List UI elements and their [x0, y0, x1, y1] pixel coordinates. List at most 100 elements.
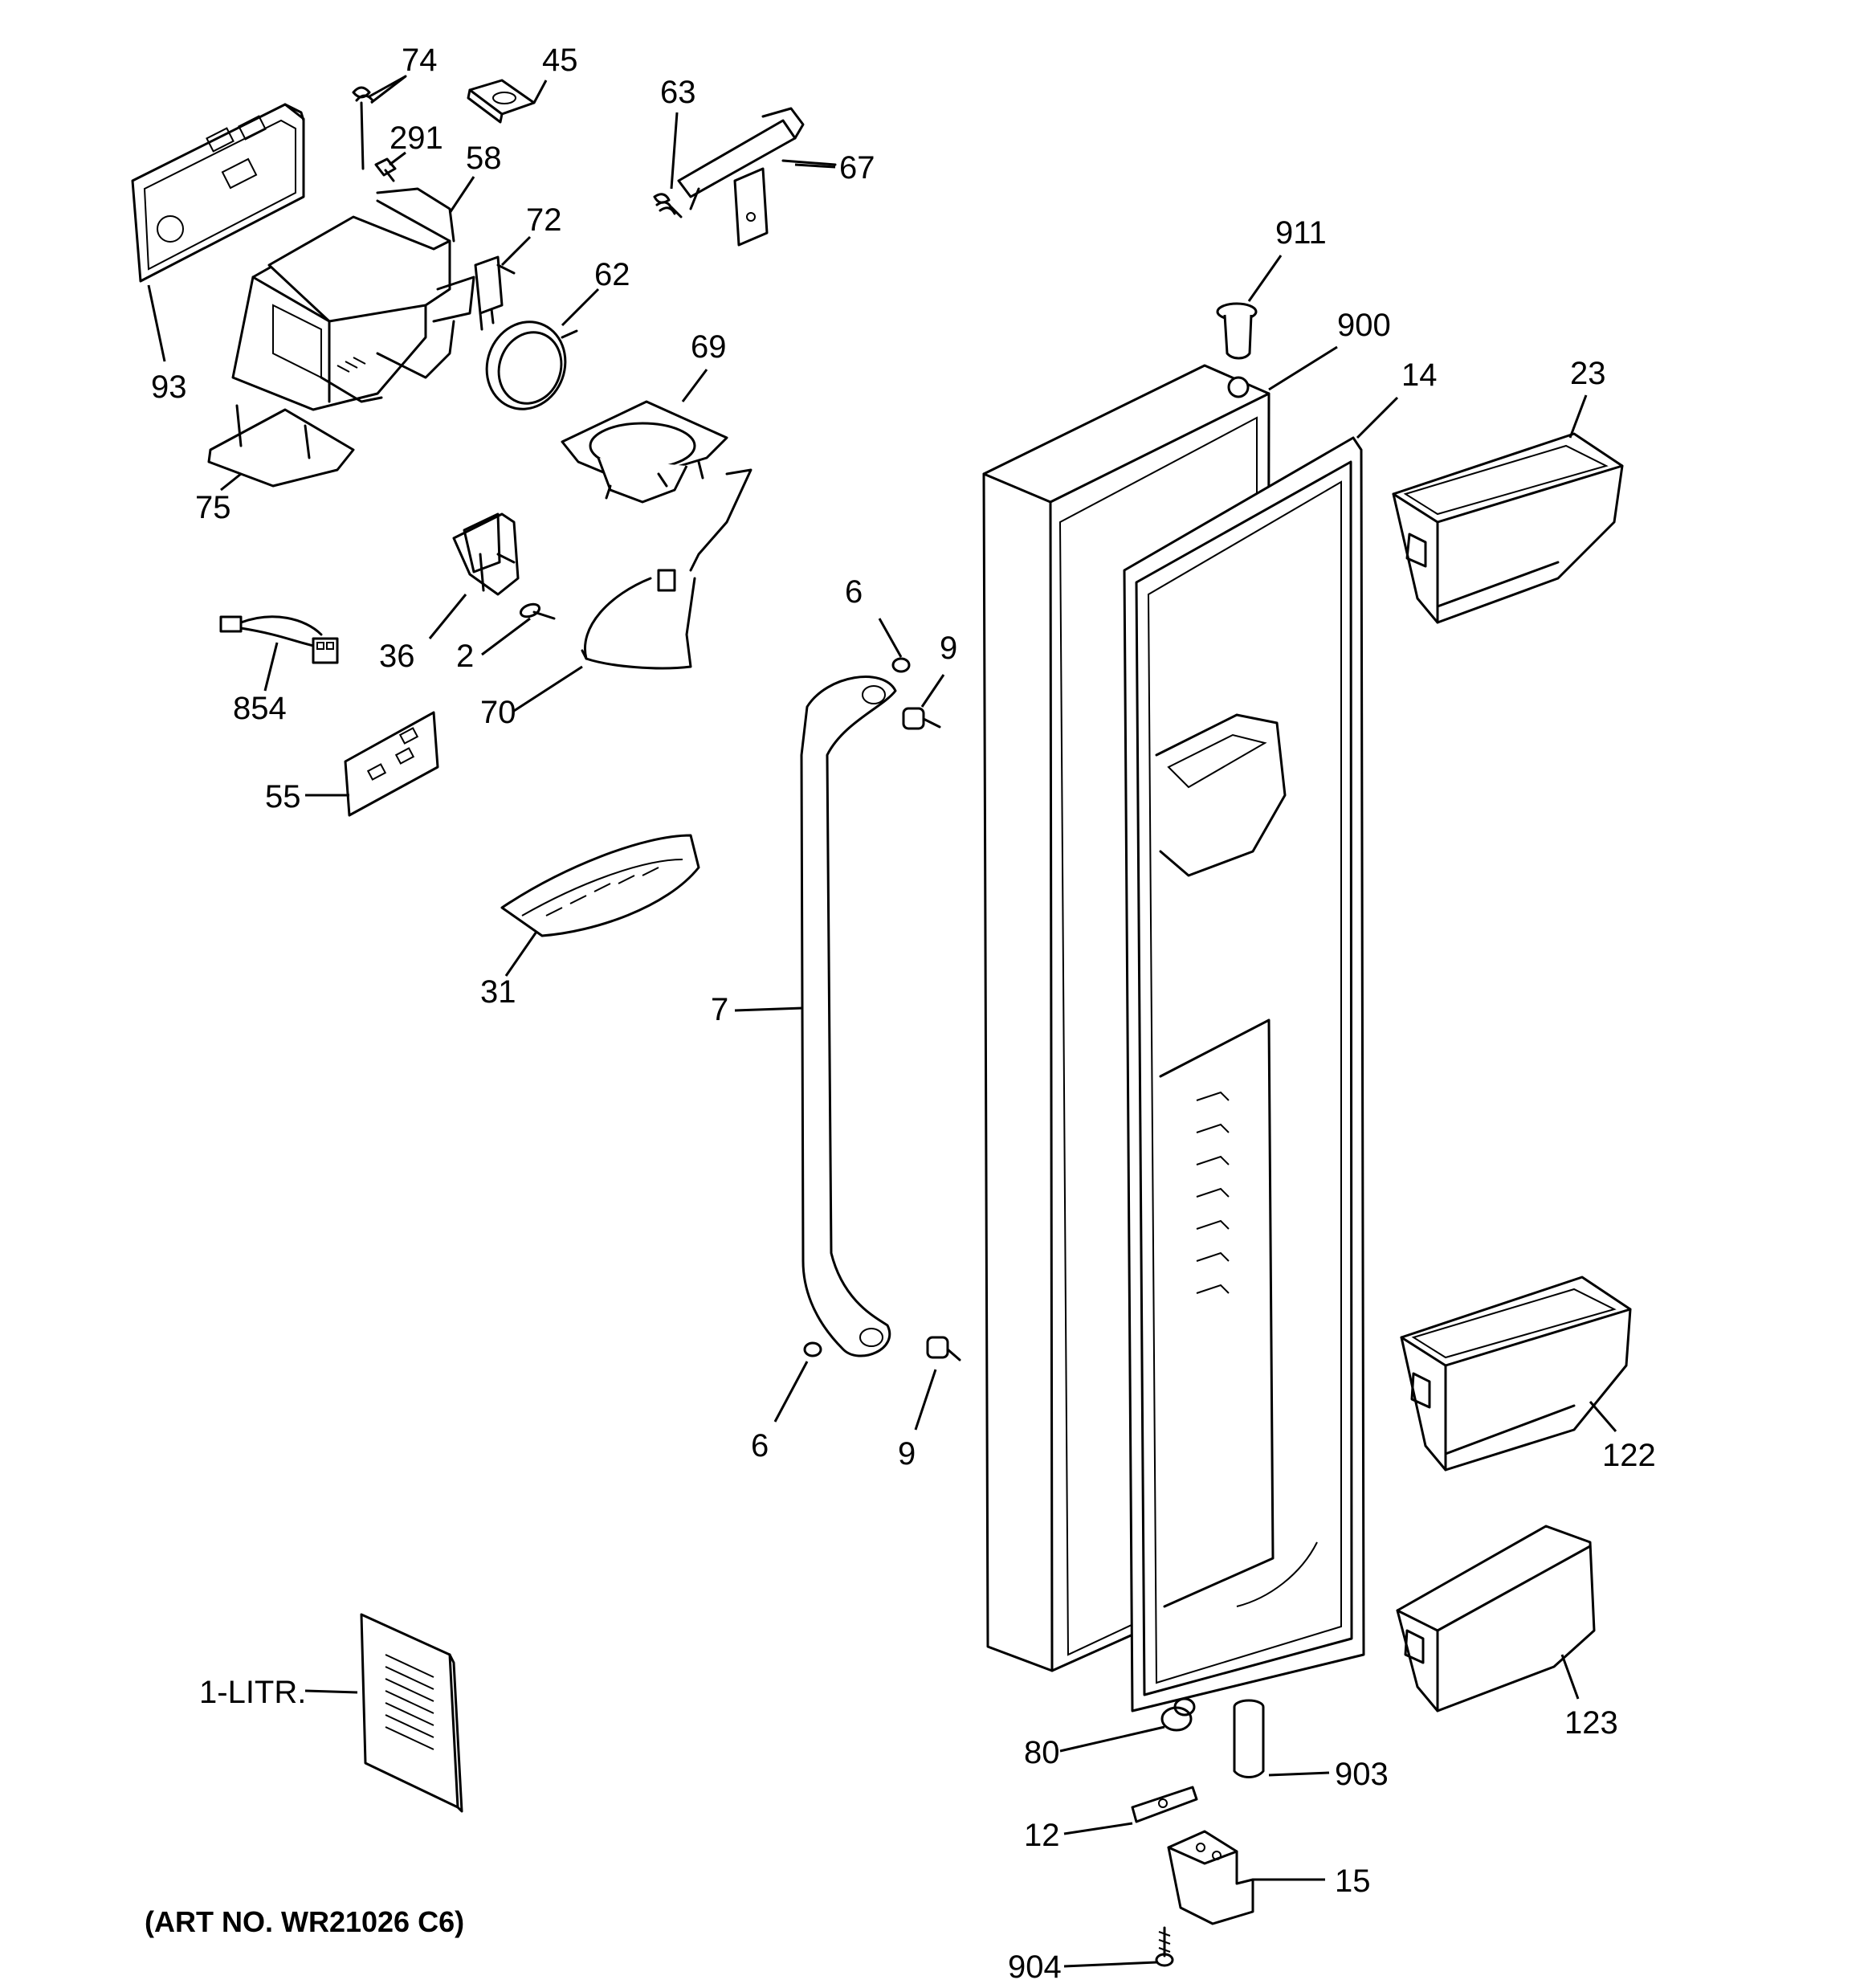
- leader-93: [147, 284, 166, 362]
- callout-93: 93: [151, 369, 187, 405]
- callout-23: 23: [1570, 356, 1606, 391]
- leader-lines: [147, 75, 1617, 1968]
- leader-67: [794, 163, 836, 169]
- part-904-screw: [1155, 1926, 1174, 1967]
- part-14-door-liner: [1123, 436, 1365, 1712]
- part-67-hinge: [677, 107, 837, 247]
- leader-123: [1560, 1654, 1580, 1700]
- part-36-bracket: [452, 512, 520, 596]
- leader-69: [681, 369, 708, 402]
- leader-75: [220, 472, 242, 492]
- callout-291: 291: [390, 120, 443, 156]
- part-23-door-bin: [1392, 432, 1624, 624]
- leader-36: [428, 594, 467, 639]
- part-55-label-card: [344, 711, 439, 817]
- leader-6a: [878, 618, 903, 658]
- leader-291: [389, 151, 406, 166]
- leader-900: [1268, 345, 1338, 391]
- callout-12: 12: [1024, 1818, 1060, 1853]
- part-122-door-bin: [1400, 1276, 1632, 1472]
- callout-36: 36: [379, 639, 415, 674]
- callout-74: 74: [402, 43, 438, 78]
- leader-63: [670, 112, 679, 190]
- part-74-spring: [352, 75, 407, 170]
- callout-70: 70: [480, 695, 516, 730]
- leader-9a: [920, 674, 945, 708]
- leader-1litr: [304, 1689, 358, 1694]
- callout-75: 75: [195, 490, 231, 525]
- callout-15: 15: [1335, 1863, 1371, 1899]
- part-903-hinge-pin: [1233, 1699, 1265, 1778]
- leader-903: [1268, 1771, 1330, 1777]
- callout-55: 55: [265, 779, 301, 814]
- leader-23: [1568, 394, 1588, 439]
- part-9-stud-bottom: [926, 1336, 961, 1361]
- leader-122: [1589, 1401, 1617, 1432]
- leader-62: [561, 288, 600, 327]
- leader-12: [1063, 1822, 1133, 1835]
- part-12-shim: [1131, 1786, 1198, 1823]
- callout-45: 45: [542, 43, 578, 78]
- callout-2: 2: [456, 639, 474, 674]
- callout-123: 123: [1564, 1705, 1618, 1741]
- part-854-wiring-harness: [219, 615, 339, 664]
- callout-31: 31: [480, 974, 516, 1010]
- part-6-fastener-bottom: [803, 1341, 822, 1357]
- part-911-plug: [1216, 302, 1258, 360]
- part-93-control-panel: [131, 103, 305, 283]
- leader-9b: [914, 1369, 937, 1431]
- leader-2: [481, 617, 531, 656]
- part-15-bottom-hinge: [1167, 1830, 1254, 1925]
- part-72-switch: [474, 255, 516, 331]
- callout-854: 854: [233, 691, 287, 726]
- leader-70: [513, 665, 583, 712]
- leader-31: [504, 931, 538, 977]
- leader-58: [448, 176, 475, 214]
- callout-904: 904: [1008, 1949, 1062, 1985]
- leader-904: [1063, 1961, 1157, 1968]
- part-45-bracket: [467, 79, 536, 124]
- leader-7: [734, 1006, 804, 1012]
- leader-45: [532, 80, 548, 104]
- part-31-drip-tray: [500, 834, 700, 937]
- part-63-spring: [653, 193, 683, 218]
- part-9-stud-top: [902, 707, 941, 730]
- callout-58: 58: [466, 141, 502, 176]
- part-2-screw: [519, 602, 556, 620]
- part-123-door-bin: [1396, 1525, 1596, 1712]
- callout-62: 62: [594, 257, 630, 292]
- callout-911: 911: [1275, 215, 1327, 251]
- leader-74: [370, 75, 406, 104]
- part-7-door-handle: [800, 676, 897, 1357]
- callout-9b: 9: [898, 1436, 916, 1472]
- leader-14: [1356, 396, 1399, 439]
- leader-911: [1247, 255, 1283, 302]
- callout-63: 63: [660, 75, 696, 110]
- callout-1-litr: 1-LITR.: [199, 1675, 306, 1710]
- callout-72: 72: [526, 202, 562, 238]
- art-number: (ART NO. WR21026 C6): [145, 1905, 464, 1938]
- callout-69: 69: [691, 329, 727, 365]
- part-6-fastener-top: [891, 657, 911, 673]
- part-1-litr-literature: [360, 1613, 463, 1813]
- part-70-actuator-arm: [581, 468, 753, 670]
- callout-80: 80: [1024, 1735, 1060, 1770]
- part-80-bushing: [1160, 1697, 1196, 1732]
- callout-6b: 6: [751, 1428, 769, 1463]
- callout-labels: 74 45 63 67 291 58 72 62 911 900 14 23 9…: [151, 43, 1656, 1985]
- leader-854: [263, 642, 279, 692]
- leader-6b: [773, 1361, 809, 1423]
- callout-900: 900: [1337, 308, 1391, 343]
- part-58-chute-housing: [231, 187, 475, 411]
- part-62-ring: [485, 320, 578, 410]
- callout-67: 67: [839, 150, 875, 186]
- callout-6a: 6: [845, 574, 863, 610]
- callout-7: 7: [711, 992, 728, 1027]
- callout-9a: 9: [940, 631, 957, 666]
- callout-122: 122: [1602, 1438, 1656, 1473]
- part-69-funnel: [561, 400, 728, 504]
- callout-14: 14: [1401, 357, 1438, 393]
- callout-903: 903: [1335, 1757, 1389, 1792]
- leader-72: [500, 235, 532, 267]
